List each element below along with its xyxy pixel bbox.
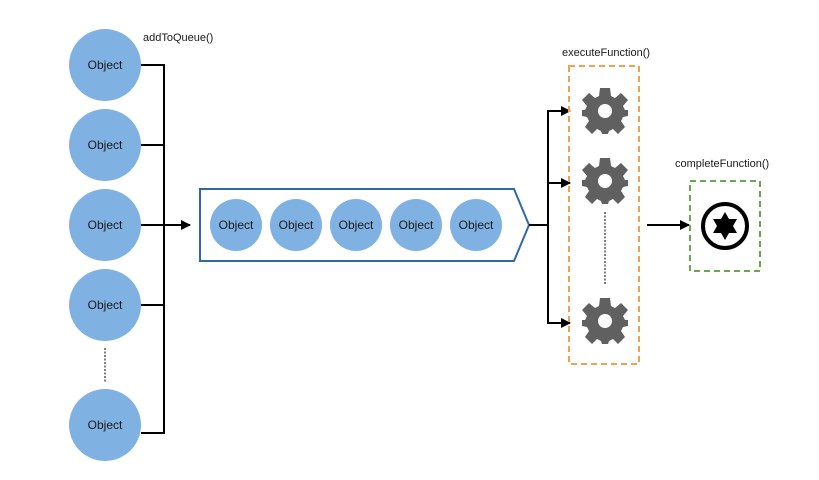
svg-text:Object: Object	[88, 418, 123, 432]
input-objects: Object Object Object Object Object	[69, 29, 141, 461]
complete-function-box	[689, 180, 761, 272]
queue-object: Object	[330, 199, 382, 251]
queue-object: Object	[210, 199, 262, 251]
svg-text:Object: Object	[88, 138, 123, 152]
complete-function-label: completeFunction()	[675, 158, 769, 170]
execute-connectors	[529, 106, 571, 328]
queue-object: Object	[450, 199, 502, 251]
svg-text:Object: Object	[279, 218, 314, 232]
gear-icon	[582, 88, 628, 134]
svg-text:Object: Object	[339, 218, 374, 232]
svg-text:Object: Object	[459, 218, 494, 232]
gear-icon	[582, 158, 628, 204]
input-object: Object	[69, 389, 141, 461]
input-connectors	[141, 64, 165, 434]
queue-object: Object	[390, 199, 442, 251]
add-to-queue-label: addToQueue()	[143, 32, 213, 44]
svg-text:Object: Object	[399, 218, 434, 232]
svg-text:Object: Object	[88, 298, 123, 312]
gear-icon	[582, 298, 628, 344]
input-object: Object	[69, 109, 141, 181]
queue-objects: Object Object Object Object Object	[210, 199, 502, 251]
input-object: Object	[69, 29, 141, 101]
input-object: Object	[69, 269, 141, 341]
svg-text:Object: Object	[88, 58, 123, 72]
execute-function-box	[568, 65, 640, 365]
svg-text:Object: Object	[219, 218, 254, 232]
queue-object: Object	[270, 199, 322, 251]
input-object: Object	[69, 189, 141, 261]
svg-text:Object: Object	[88, 218, 123, 232]
execute-function-label: executeFunction()	[562, 47, 650, 59]
star-of-david-icon	[701, 202, 749, 250]
